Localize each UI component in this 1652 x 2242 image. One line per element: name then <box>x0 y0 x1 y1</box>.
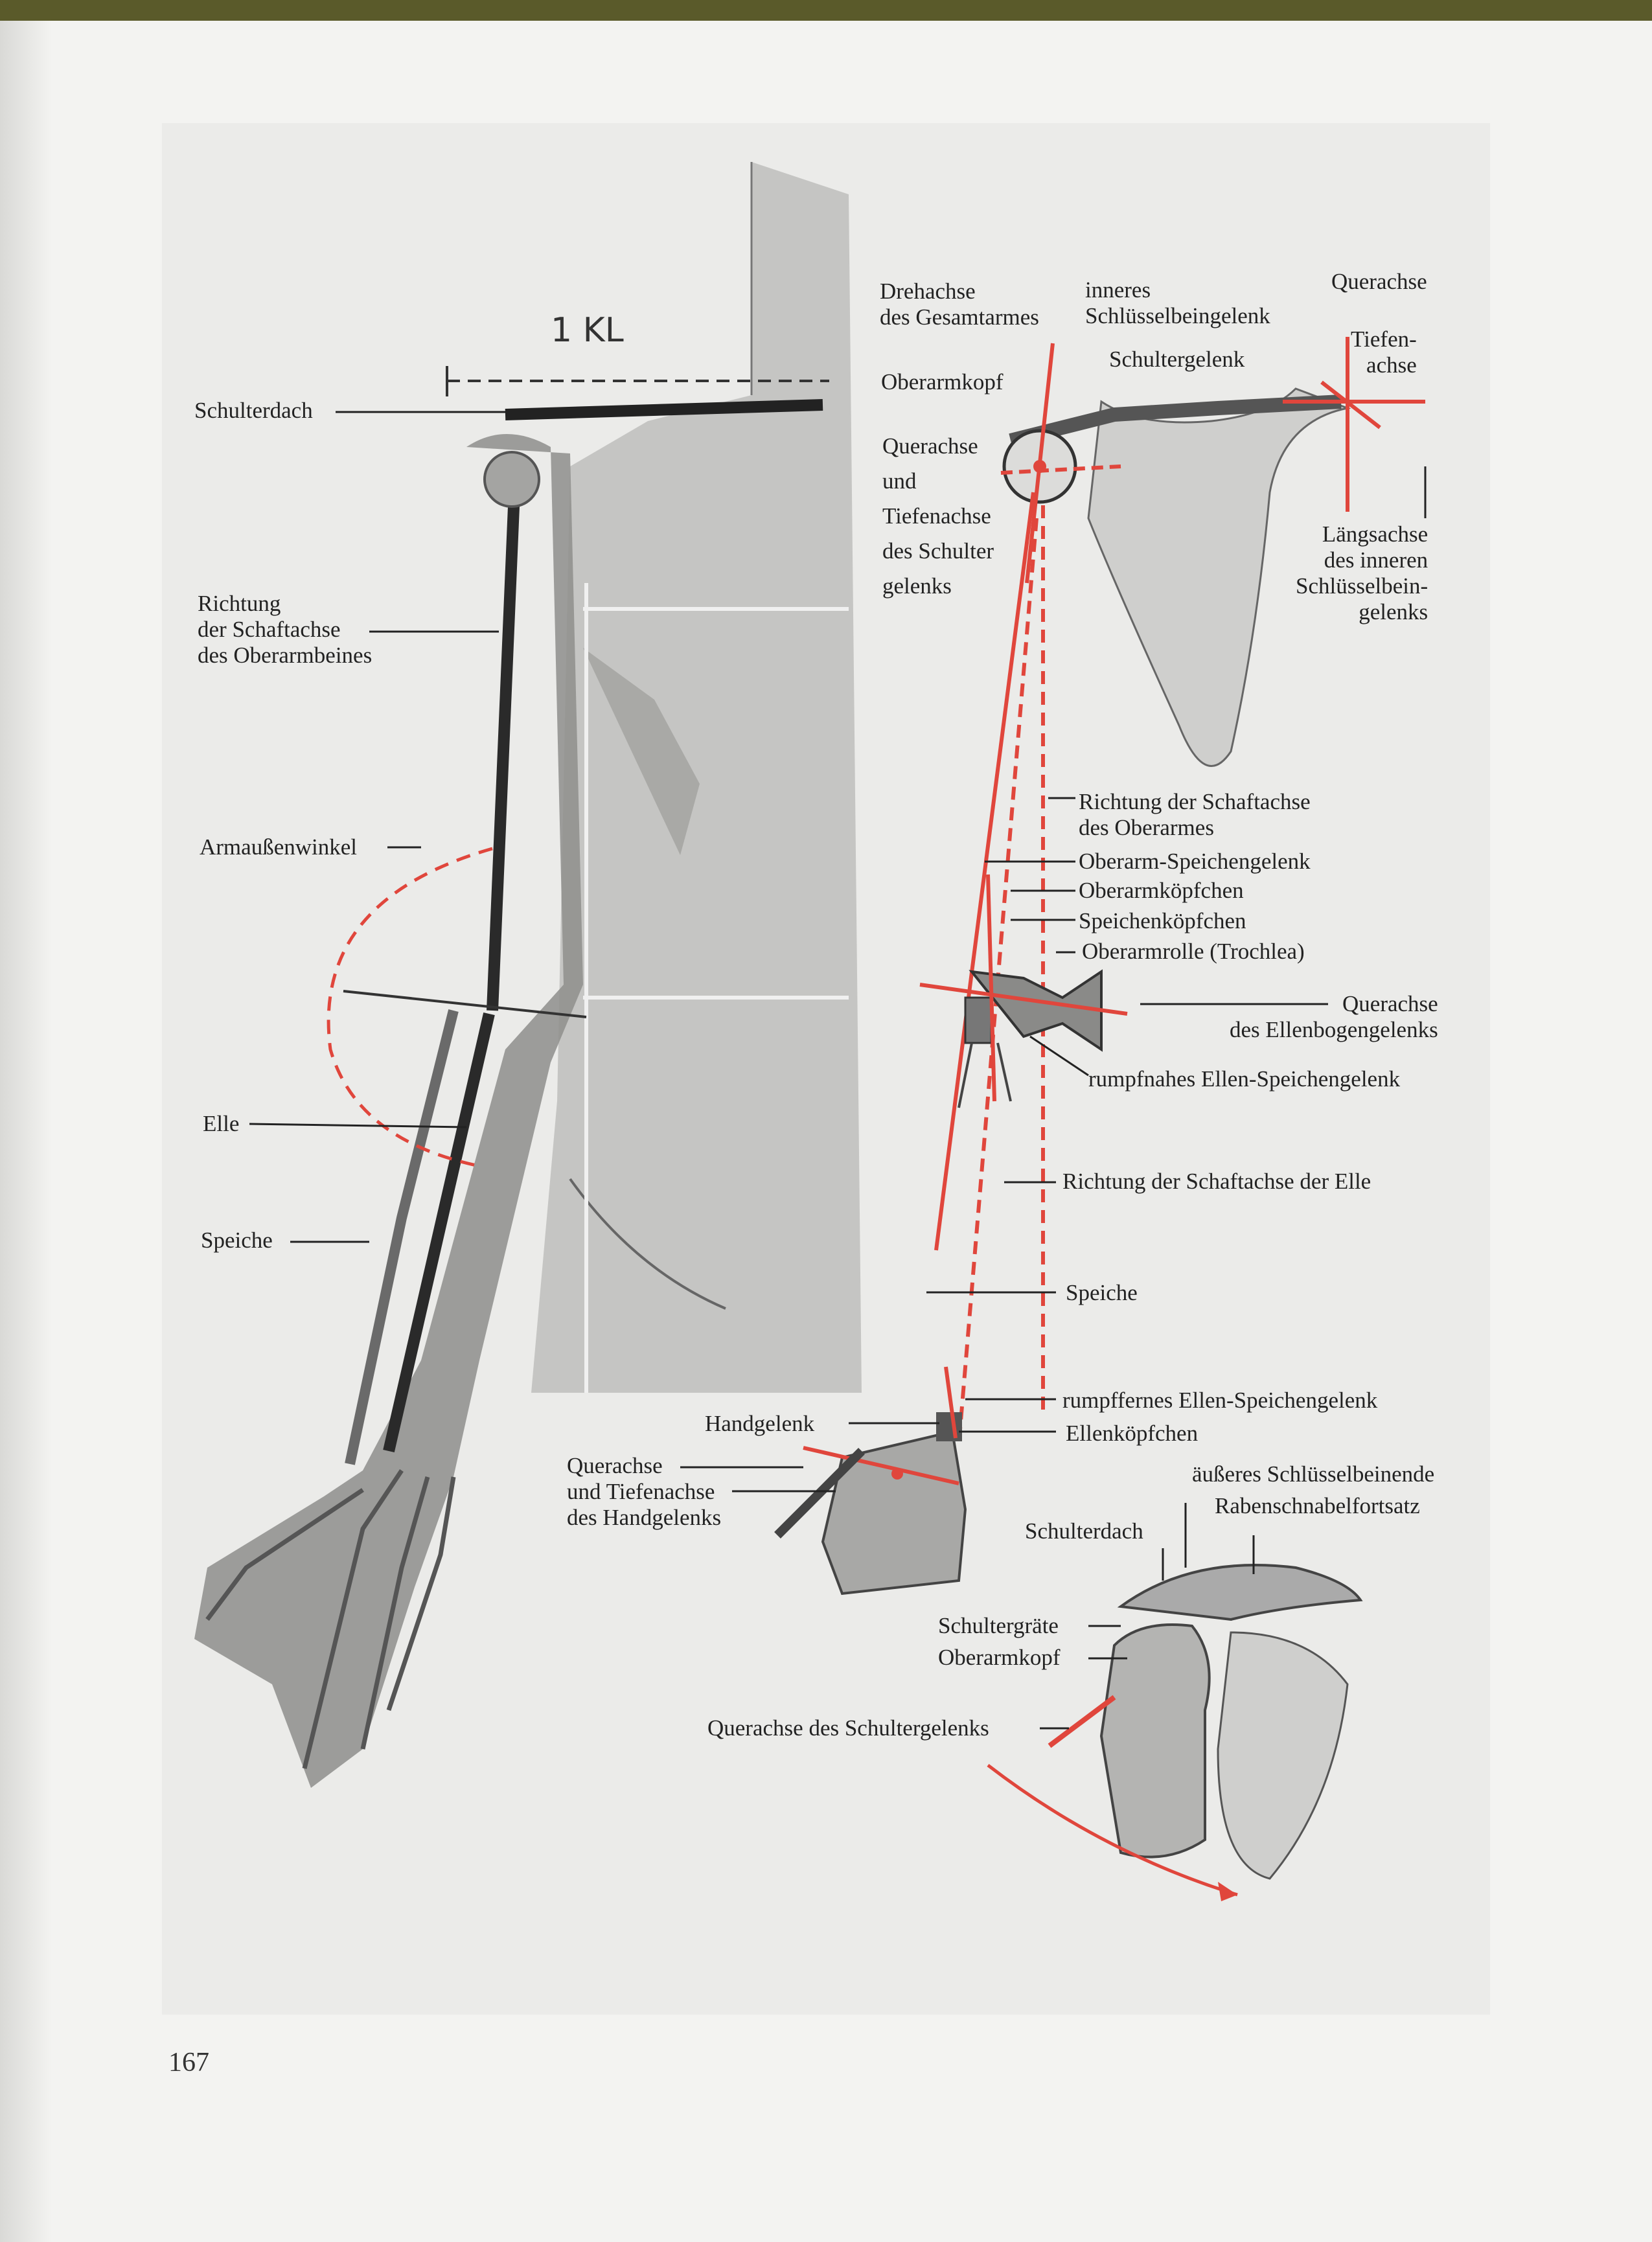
label-aeusseres-ende: äußeres Schlüsselbeinende <box>1192 1461 1435 1487</box>
label-oberarm-speichengelenk: Oberarm-Speichengelenk <box>1079 849 1311 874</box>
arm-sketch <box>194 434 587 1788</box>
label-rabenschnabel: Rabenschnabelfortsatz <box>1215 1493 1420 1518</box>
label-schultergelenk: Schultergelenk <box>1109 347 1245 372</box>
label-inneres-gelenk: inneres Schlüsselbeingelenk <box>1085 277 1270 328</box>
wrist-hand-sketch <box>774 1412 967 1596</box>
page-number: 167 <box>168 2048 209 2077</box>
label-laengsachse: Längsachse des inneren Schlüsselbein- ge… <box>1296 521 1428 624</box>
label-richtung-oberarmbeines: Richtung der Schaftachse des Oberarmbein… <box>198 591 373 668</box>
label-drehachse: Drehachse des Gesamtarmes <box>880 279 1039 330</box>
handwritten-note: 1 KL <box>551 311 624 350</box>
elbow-joint-sketch <box>958 969 1103 1108</box>
label-rumpffernes: rumpffernes Ellen-Speichengelenk <box>1062 1388 1378 1413</box>
label-handgelenk: Handgelenk <box>705 1411 815 1436</box>
label-schultergraete: Schultergräte <box>938 1613 1059 1638</box>
label-ellenkoepfchen: Ellenköpfchen <box>1066 1421 1199 1446</box>
label-rumpfnahes: rumpfnahes Ellen-Speichengelenk <box>1088 1066 1401 1092</box>
label-speichenkoepfchen: Speichenköpfchen <box>1079 908 1246 933</box>
label-schulterdach-left: Schulterdach <box>194 398 313 423</box>
torso-sketch <box>531 162 862 1393</box>
label-tiefenachse-top: Tiefen- achse <box>1351 326 1417 378</box>
label-schulterdach-right: Schulterdach <box>1025 1518 1143 1544</box>
label-armaussenwinkel: Armaußenwinkel <box>200 834 357 860</box>
label-richtung-oberarmes: Richtung der Schaftachse des Oberarmes <box>1079 789 1311 840</box>
shoulder-roof-bar <box>505 399 823 420</box>
elbow-transverse-axis <box>919 983 1128 1016</box>
label-querachse-schultergelenk: Querachse des Schultergelenks <box>707 1715 989 1741</box>
label-querachse-tiefenachse-schulter: Querachse und Tiefenachse des Schulter g… <box>882 433 994 599</box>
label-speiche-left: Speiche <box>201 1228 273 1253</box>
shoulder-detail-sketch <box>987 1564 1363 1901</box>
label-speiche-right: Speiche <box>1066 1280 1138 1305</box>
label-oberarmkopf-bottom: Oberarmkopf <box>938 1645 1061 1670</box>
scan-edge <box>0 0 1652 21</box>
label-oberarmkopf-top: Oberarmkopf <box>881 369 1004 395</box>
label-querachse-ellenbogen: Querachse des Ellenbogengelenks <box>1230 991 1438 1042</box>
label-richtung-elle: Richtung der Schaftachse der Elle <box>1062 1169 1371 1194</box>
label-oberarmrolle: Oberarmrolle (Trochlea) <box>1082 939 1305 964</box>
label-elle-left: Elle <box>203 1111 240 1136</box>
label-querachse-handgelenk: Querachse und Tiefenachse des Handgelenk… <box>567 1453 722 1530</box>
label-oberarmkoepfchen: Oberarmköpfchen <box>1079 878 1244 903</box>
upper-arm-shaft-axis <box>487 475 521 1011</box>
label-querachse-top: Querachse <box>1331 269 1427 294</box>
forearm-shaft-axis <box>383 1012 495 1453</box>
scan-shadow <box>0 21 52 2242</box>
